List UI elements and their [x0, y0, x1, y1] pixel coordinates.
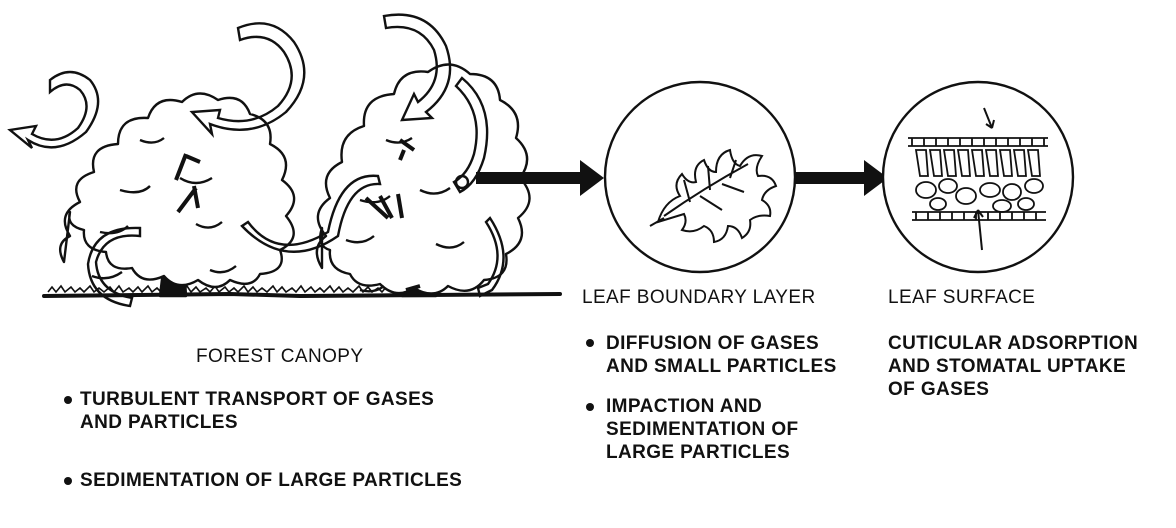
forest-canopy-heading: FOREST CANOPY — [196, 346, 363, 368]
boundary-bullet-2-line-1: IMPACTION AND — [606, 396, 762, 418]
swirl-far-left — [10, 72, 98, 148]
leaf-surface-text-line-2: AND STOMATAL UPTAKE — [888, 356, 1126, 378]
boundary-bullet-1-dot — [586, 339, 594, 347]
tree-left-crown — [60, 93, 294, 287]
leaf-surface-text-line-1: CUTICULAR ADSORPTION — [888, 333, 1138, 355]
boundary-bullet-2-line-3: LARGE PARTICLES — [606, 442, 790, 464]
leaf-surface-circle — [883, 82, 1073, 272]
forest-bullet-2-dot — [64, 477, 72, 485]
boundary-bullet-2-dot — [586, 403, 594, 411]
boundary-bullet-1-line-2: AND SMALL PARTICLES — [606, 356, 837, 378]
forest-bullet-1-line-2: AND PARTICLES — [80, 412, 238, 434]
boundary-bullet-1-line-1: DIFFUSION OF GASES — [606, 333, 819, 355]
forest-bullet-2-line-1: SEDIMENTATION OF LARGE PARTICLES — [80, 470, 462, 492]
leaf-boundary-layer-heading: LEAF BOUNDARY LAYER — [582, 287, 816, 309]
leaf-surface-heading: LEAF SURFACE — [888, 287, 1035, 309]
boundary-bullet-2-line-2: SEDIMENTATION OF — [606, 419, 799, 441]
flow-arrow-to-surface — [794, 160, 888, 196]
forest-bullet-1-line-1: TURBULENT TRANSPORT OF GASES — [80, 389, 434, 411]
leaf-surface-text-line-3: OF GASES — [888, 379, 989, 401]
forest-bullet-1-dot — [64, 396, 72, 404]
